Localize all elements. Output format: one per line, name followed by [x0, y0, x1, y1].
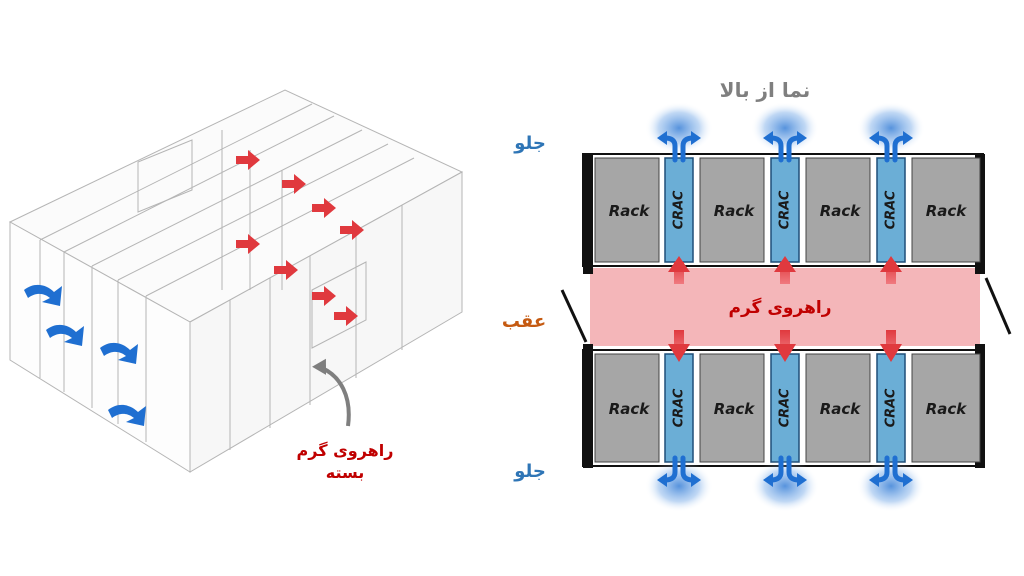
callout-line-2: بسته [325, 463, 365, 482]
rack-label: Rack [820, 400, 862, 418]
hot-air-arrow-top [780, 262, 790, 284]
crac-top-2 [770, 157, 800, 263]
hot-air-arrow-bottom [674, 330, 684, 354]
cold-arrowhead-left [657, 473, 667, 487]
hot-arrowhead-bottom [774, 344, 796, 362]
crac-top-3 [876, 157, 906, 263]
hot-air-arrow-top [886, 262, 896, 284]
cold-air-glow [857, 460, 925, 512]
rack-label: Rack [926, 400, 968, 418]
rack-label: Rack [820, 202, 862, 220]
aisle-door-left [560, 289, 588, 343]
cold-arrowhead-right [903, 131, 913, 145]
rack-label: Rack [609, 400, 651, 418]
hot-air-arrow-top [674, 262, 684, 284]
cold-arrowhead-right [691, 131, 701, 145]
cold-air-glow [751, 460, 819, 512]
rack-top-2 [699, 157, 765, 263]
hot-arrowhead-bottom [880, 344, 902, 362]
crac-label: CRAC [778, 190, 793, 229]
front-label-bottom: جلو [514, 461, 546, 482]
crac-bottom-2 [770, 353, 800, 463]
cold-air-glow [857, 102, 925, 154]
rack-top-4 [911, 157, 981, 263]
cold-air-glow [645, 102, 713, 154]
cold-arrowhead-right [903, 473, 913, 487]
rack-top-3 [805, 157, 871, 263]
rack-bottom-1 [594, 353, 660, 463]
cold-arrowhead-left [869, 131, 879, 145]
rack-label: Rack [926, 202, 968, 220]
hot-arrowhead-top [774, 256, 796, 272]
hot-arrowhead-top [668, 256, 690, 272]
crac-label: CRAC [884, 388, 899, 427]
front-label-top: جلو [514, 133, 546, 154]
closed-hot-aisle-callout: راهروی گرم بسته [290, 440, 400, 484]
rack-bottom-4 [911, 353, 981, 463]
cold-arrowhead-right [797, 131, 807, 145]
rack-top-1 [594, 157, 660, 263]
rack-bottom-3 [805, 353, 871, 463]
hot-air-arrow-bottom [886, 330, 896, 354]
crac-label: CRAC [884, 190, 899, 229]
isometric-containment-diagram [8, 89, 464, 473]
cold-air-glow [751, 102, 819, 154]
rack-label: Rack [609, 202, 651, 220]
callout-line-1: راهروی گرم [296, 441, 394, 460]
cold-arrowhead-right [797, 473, 807, 487]
cold-arrowhead-right [691, 473, 701, 487]
crac-label: CRAC [672, 388, 687, 427]
cold-arrowhead-left [657, 131, 667, 145]
crac-label: CRAC [672, 190, 687, 229]
cold-arrowhead-left [869, 473, 879, 487]
cold-air-glow [645, 460, 713, 512]
aisle-door-right [984, 277, 1012, 335]
cold-arrowhead-left [763, 131, 773, 145]
hot-arrowhead-top [880, 256, 902, 272]
hot-arrowhead-bottom [668, 344, 690, 362]
cold-arrowhead-left [763, 473, 773, 487]
hot-aisle-label: راهروی گرم [728, 298, 832, 318]
rack-label: Rack [714, 202, 756, 220]
crac-label: CRAC [778, 388, 793, 427]
rack-bottom-2 [699, 353, 765, 463]
back-label: عقب [501, 311, 547, 332]
hot-air-arrow-bottom [780, 330, 790, 354]
rack-label: Rack [714, 400, 756, 418]
crac-top-1 [664, 157, 694, 263]
top-view-title: نما از بالا [719, 78, 811, 102]
